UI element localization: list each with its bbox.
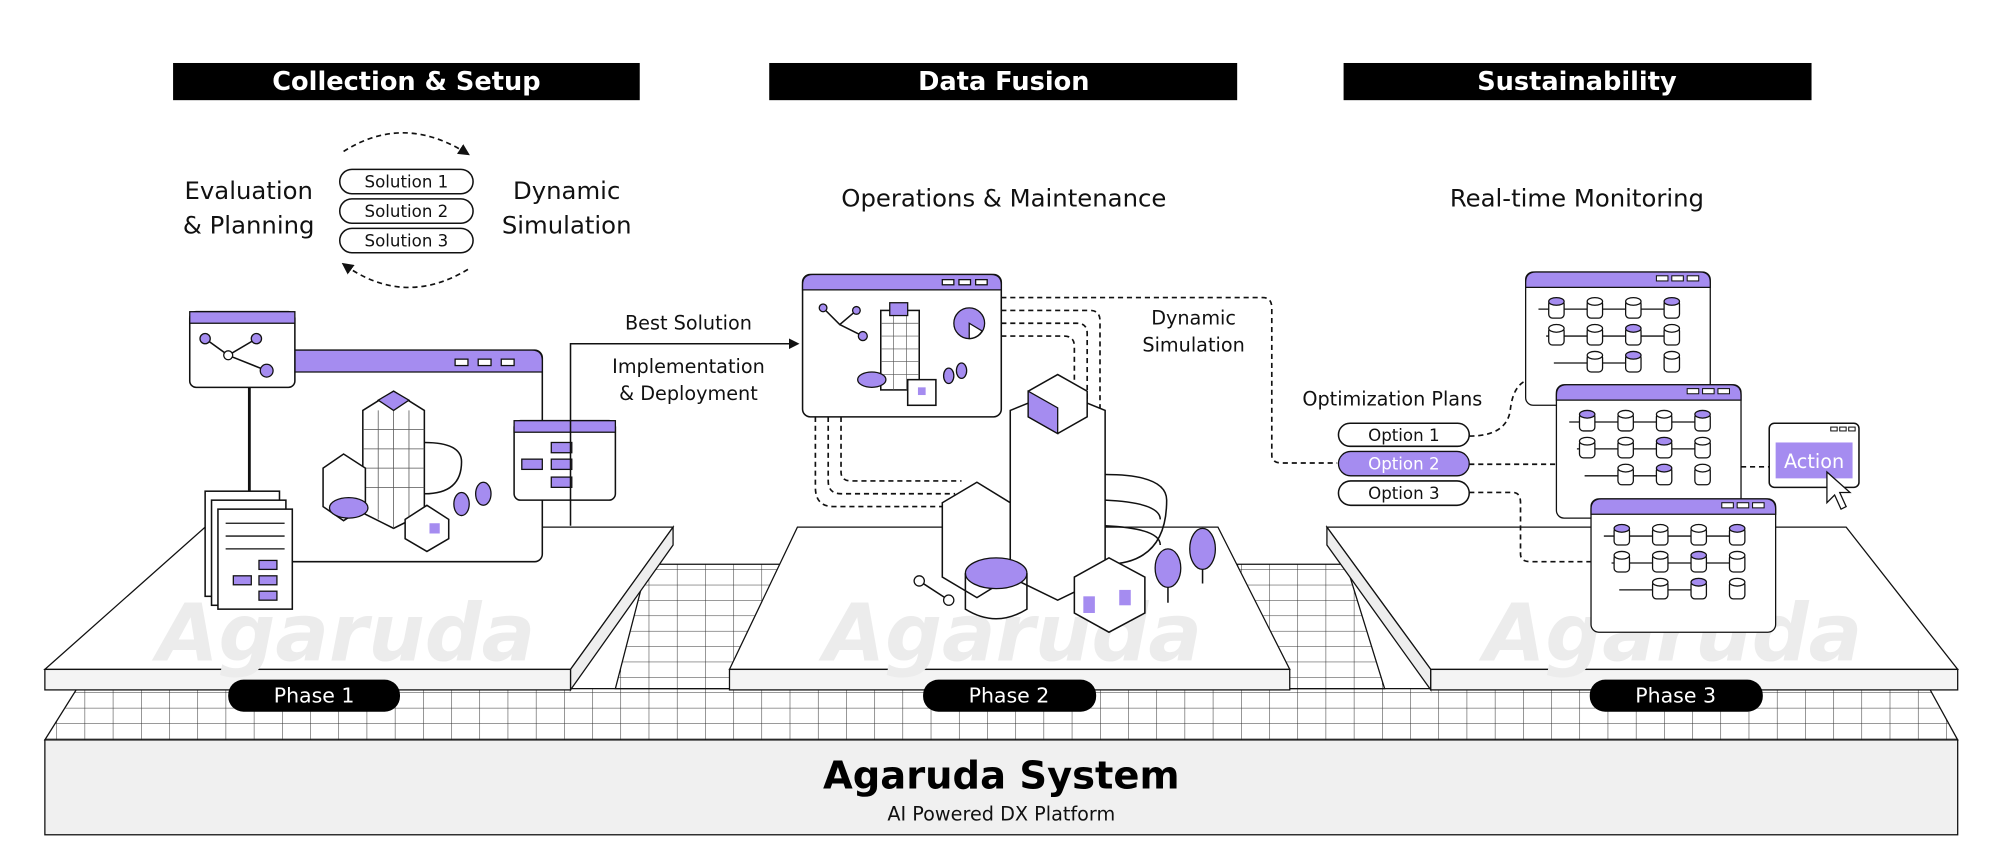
action-button[interactable]: Action bbox=[1775, 442, 1853, 479]
phase-1-illustration bbox=[188, 310, 617, 610]
loop-arrow-icon bbox=[341, 262, 469, 289]
simulation-label: Simulation bbox=[502, 211, 632, 240]
header-collection-setup: Collection & Setup bbox=[173, 62, 640, 101]
phase-2-pill: Phase 2 bbox=[923, 679, 1097, 712]
base-title: Agaruda System bbox=[823, 754, 1180, 799]
phase-2-illustration bbox=[801, 273, 1217, 634]
header-label: Data Fusion bbox=[918, 67, 1089, 97]
monitoring-windows bbox=[1525, 271, 1777, 633]
option-3[interactable]: Option 3 bbox=[1337, 480, 1471, 507]
solution-item: Solution 3 bbox=[365, 231, 449, 250]
evaluation-label: Evaluation bbox=[184, 176, 312, 205]
simulation-label: Simulation bbox=[1142, 333, 1244, 356]
planning-label: & Planning bbox=[183, 211, 315, 240]
best-solution-arrow-icon bbox=[569, 338, 800, 526]
phase-1-pill: Phase 1 bbox=[228, 679, 400, 712]
agaruda-system-base: Agaruda System AI Powered DX Platform bbox=[44, 739, 1959, 836]
solution-item: Solution 1 bbox=[365, 172, 449, 191]
header-data-fusion: Data Fusion bbox=[769, 62, 1238, 101]
deployment-label: & Deployment bbox=[619, 382, 758, 405]
dynamic-simulation-links bbox=[814, 296, 1338, 508]
option-label: Option 3 bbox=[1368, 484, 1439, 503]
action-window: Action bbox=[1768, 422, 1860, 511]
solution-list: Solution 1 Solution 2 Solution 3 bbox=[338, 168, 474, 254]
realtime-monitoring-title: Real-time Monitoring bbox=[1450, 184, 1704, 213]
optimization-plans-label: Optimization Plans bbox=[1302, 387, 1482, 410]
phase-3-pill: Phase 3 bbox=[1589, 679, 1763, 712]
dynamic-label: Dynamic bbox=[1151, 307, 1236, 330]
cursor-icon bbox=[1826, 470, 1852, 511]
phase-label: Phase 3 bbox=[1635, 684, 1716, 708]
option-2-selected[interactable]: Option 2 bbox=[1337, 450, 1470, 477]
watermark: Agaruda bbox=[151, 586, 535, 679]
option-label: Option 1 bbox=[1368, 426, 1439, 445]
implementation-label: Implementation bbox=[612, 355, 765, 378]
monitoring-window bbox=[1555, 384, 1742, 519]
monitoring-window bbox=[1525, 271, 1711, 406]
loop-arrow-icon bbox=[343, 132, 470, 156]
option-links bbox=[1469, 378, 1770, 563]
base-subtitle: AI Powered DX Platform bbox=[887, 803, 1115, 826]
option-label: Option 2 bbox=[1368, 454, 1439, 473]
operations-maintenance-title: Operations & Maintenance bbox=[841, 184, 1166, 213]
platform-phase-2: Agaruda bbox=[728, 526, 1291, 691]
dynamic-label: Dynamic bbox=[513, 176, 620, 205]
monitoring-window bbox=[1590, 498, 1777, 633]
phase-label: Phase 1 bbox=[274, 684, 355, 708]
best-solution-label: Best Solution bbox=[625, 312, 752, 335]
header-label: Sustainability bbox=[1477, 67, 1677, 97]
action-label: Action bbox=[1784, 450, 1844, 473]
solution-item: Solution 2 bbox=[365, 202, 449, 221]
phase-label: Phase 2 bbox=[969, 684, 1050, 708]
option-1[interactable]: Option 1 bbox=[1337, 422, 1471, 448]
header-label: Collection & Setup bbox=[272, 67, 540, 97]
header-sustainability: Sustainability bbox=[1343, 62, 1812, 101]
